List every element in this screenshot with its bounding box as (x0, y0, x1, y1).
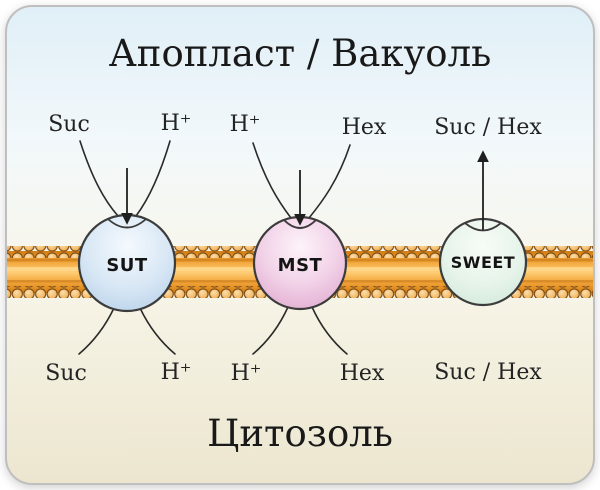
mst-apoplast-right-curve (308, 144, 351, 219)
sut-pore-arc (107, 218, 147, 229)
sut-channel-curves (78, 140, 176, 355)
mst-transporter: MST (252, 170, 348, 311)
mst-cytosol-right-curve (311, 306, 348, 355)
sweet-apoplast-label: Suc / Hex (434, 115, 542, 140)
sweet-name-label: SWEET (451, 253, 515, 272)
sut-cytosol-left-curve (78, 307, 115, 355)
mst-pore-arc (283, 219, 317, 229)
sut-apoplast-left-curve (79, 140, 119, 217)
sweet-pore-arc (464, 222, 502, 232)
sut-transporter: SUT (77, 168, 177, 313)
sut-cytosol-right-curve (139, 307, 176, 355)
sut-cytosol-h-label: H⁺ (161, 360, 192, 385)
mst-apoplast-left-curve (252, 142, 292, 219)
mst-apoplast-h-label: H⁺ (230, 112, 261, 137)
apoplast-vacuole-title: Апопласт / Вакуоль (109, 32, 491, 75)
mst-channel-curves (252, 142, 351, 355)
cytosol-title: Цитозоль (207, 412, 393, 455)
sut-cytosol-suc-label: Suc (45, 361, 87, 386)
mst-cytosol-left-curve (252, 306, 289, 355)
sut-apoplast-h-label: H⁺ (161, 111, 192, 136)
sut-apoplast-suc-label: Suc (48, 112, 90, 137)
mst-cytosol-hex-label: Hex (340, 361, 385, 386)
sut-apoplast-right-curve (135, 140, 171, 217)
mst-cytosol-h-label: H⁺ (231, 361, 262, 386)
mst-apoplast-hex-label: Hex (342, 115, 387, 140)
mst-name-label: MST (278, 255, 323, 276)
sweet-transporter: SWEET (438, 150, 528, 307)
sweet-cytosol-label: Suc / Hex (434, 360, 542, 385)
sut-name-label: SUT (106, 255, 148, 276)
